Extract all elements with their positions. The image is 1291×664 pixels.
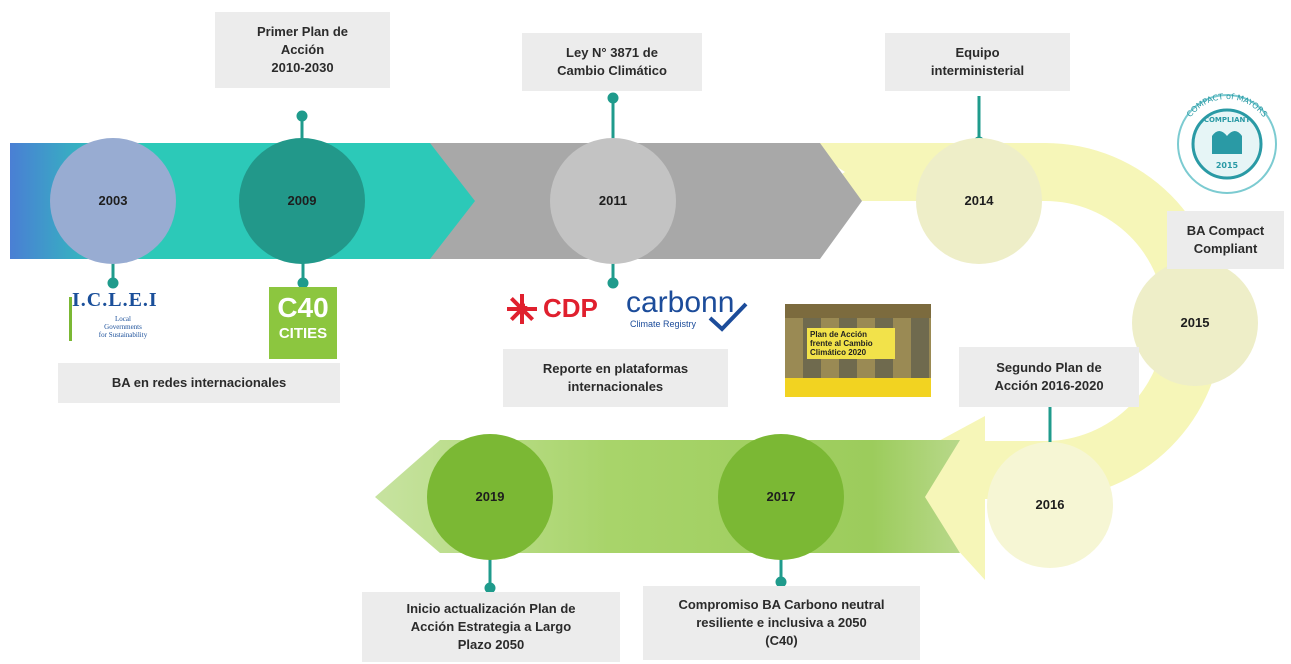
cdp-mark-icon <box>507 292 539 324</box>
c40-logo: C40 CITIES <box>269 287 337 359</box>
year-label-2016: 2016 <box>1035 497 1065 512</box>
event-box-inicio-2019: Inicio actualización Plan de Acción Estr… <box>362 592 620 662</box>
connector-dot <box>296 110 308 122</box>
iclei-logo-subtext: Local Governments for Sustainability <box>98 315 148 339</box>
year-circle-2011 <box>550 138 676 264</box>
c40-logo-top: C40 <box>277 292 329 323</box>
year-circle-2003 <box>50 138 176 264</box>
connector-dot <box>484 582 496 594</box>
year-label-2019: 2019 <box>475 489 505 504</box>
compact-word: COMPLIANT <box>1204 116 1251 124</box>
year-label-2009: 2009 <box>287 193 317 208</box>
checkmark-icon <box>708 302 748 332</box>
event-box-segundo-plan: Segundo Plan de Acción 2016-2020 <box>959 347 1139 407</box>
year-label-2017: 2017 <box>766 489 796 504</box>
year-label-2011: 2011 <box>598 193 628 208</box>
year-label-2015: 2015 <box>1180 315 1210 330</box>
year-circle-2017 <box>718 434 844 560</box>
connector-dot <box>607 277 619 289</box>
event-box-redes: BA en redes internacionales <box>58 363 340 403</box>
c40-logo-bottom: CITIES <box>278 325 328 342</box>
plan-cover-image: Plan de Acción frente al Cambio Climátic… <box>785 304 931 397</box>
connector-dot <box>297 277 309 289</box>
connector-dot <box>775 576 787 588</box>
iclei-logo: I.C.L.E.I Local Governments for Sustaina… <box>66 287 166 349</box>
year-circle-2009 <box>239 138 365 264</box>
connector-dot <box>107 277 119 289</box>
carbonn-logo: carbonn Climate Registry <box>624 286 749 338</box>
cdp-logo: CDP <box>505 288 623 336</box>
event-box-compromiso-2017: Compromiso BA Carbono neutral resiliente… <box>643 586 920 660</box>
event-box-equipo-2014: Equipo interministerial <box>885 33 1070 91</box>
event-box-compact-2015: BA Compact Compliant <box>1167 211 1284 269</box>
event-box-ley-2011: Ley N° 3871 de Cambio Climático <box>522 33 702 91</box>
carbonn-logo-subtext: Climate Registry <box>630 319 697 329</box>
year-circle-2015 <box>1132 260 1258 386</box>
compact-of-mayors-badge: COMPLIANT 2015 COMPACT of MAYORS <box>1168 84 1286 196</box>
iclei-logo-text: I.C.L.E.I <box>72 289 158 311</box>
cdp-logo-text: CDP <box>543 293 598 323</box>
connector-dot <box>607 92 619 104</box>
year-circle-2016 <box>987 442 1113 568</box>
carbonn-logo-text: carbonn <box>626 286 735 319</box>
plan-cover-title: Plan de Acción frente al Cambio Climátic… <box>807 328 895 359</box>
year-circle-2014 <box>916 138 1042 264</box>
year-circle-2019 <box>427 434 553 560</box>
year-label-2014: 2014 <box>964 193 994 208</box>
compact-badge-icon: COMPLIANT 2015 COMPACT of MAYORS <box>1177 92 1277 194</box>
compact-year: 2015 <box>1216 161 1239 170</box>
event-box-reporte: Reporte en plataformas internacionales <box>503 349 728 407</box>
year-label-2003: 2003 <box>98 193 128 208</box>
event-box-plan-2009: Primer Plan de Acción 2010-2030 <box>215 12 390 88</box>
